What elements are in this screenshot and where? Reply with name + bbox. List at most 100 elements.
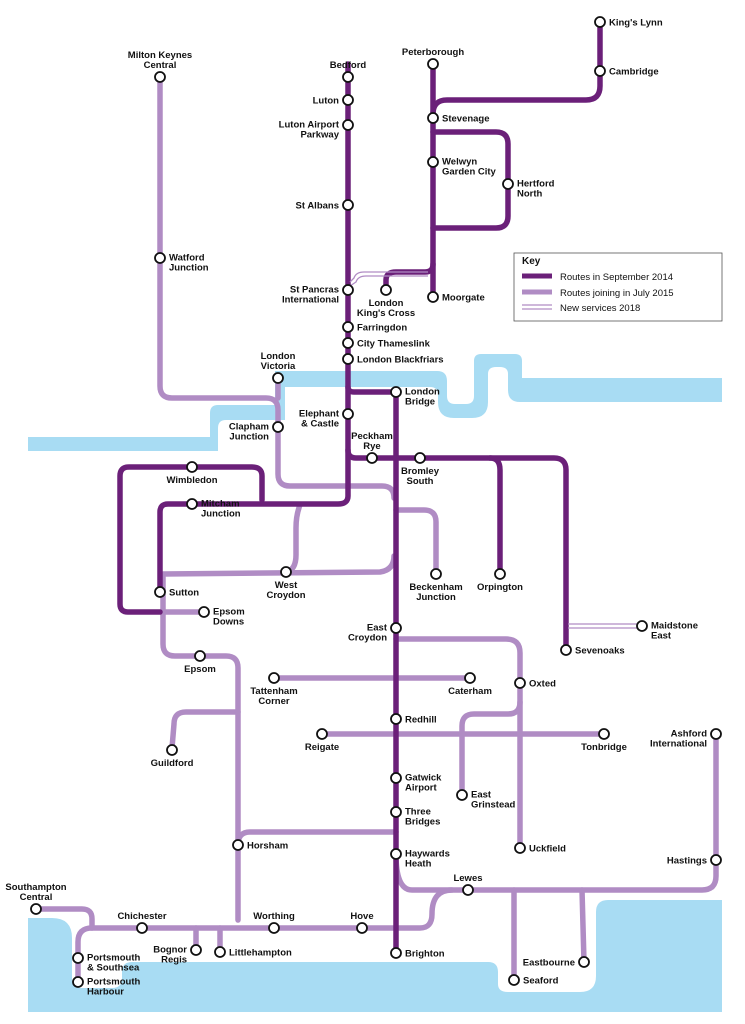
route-cambridge	[430, 19, 603, 117]
station-label-line: King's Lynn	[609, 18, 663, 29]
station-label: Moorgate	[442, 293, 485, 304]
station-farringdon: Farringdon	[342, 321, 407, 334]
station-redhill: Redhill	[390, 713, 437, 726]
station-marker	[166, 744, 178, 756]
station-label-line: Parkway	[300, 130, 339, 141]
station-marker	[514, 677, 526, 689]
route-guildford	[169, 709, 241, 751]
station-marker	[430, 568, 442, 580]
legend-label-2014: Routes in September 2014	[560, 272, 673, 283]
station-label-line: Watford	[169, 253, 205, 264]
route-east-grinstead	[459, 699, 523, 798]
station-label: Hastings	[667, 856, 707, 867]
station-marker	[636, 620, 648, 632]
station-label: Oxted	[529, 679, 556, 690]
water-layer	[28, 354, 722, 1012]
station-seaford: Seaford	[508, 974, 559, 987]
route-hertford-loop	[430, 129, 511, 231]
station-label-line: Tattenham	[250, 686, 297, 697]
station-marker	[272, 372, 284, 384]
station-label-line: Harbour	[87, 987, 124, 998]
station-marker	[72, 952, 84, 964]
station-label-line: London Blackfriars	[357, 355, 444, 366]
station-lewes: Lewes	[453, 873, 483, 896]
route-coastway-west	[33, 906, 365, 931]
station-label-line: Worthing	[253, 911, 295, 922]
station-label-line: Epsom	[184, 664, 216, 675]
station-label: Caterham	[448, 686, 492, 697]
station-brighton: Brighton	[390, 947, 445, 960]
station-marker	[186, 461, 198, 473]
station-label-line: Rye	[363, 441, 380, 452]
station-label-line: Regis	[161, 955, 187, 966]
station-marker	[502, 178, 514, 190]
station-label: Chichester	[117, 911, 166, 922]
station-marker	[710, 728, 722, 740]
station-portsmouth-southsea: Portsmouth& Southsea	[72, 952, 141, 974]
station-label-line: Reigate	[305, 742, 339, 753]
river-thames	[28, 354, 722, 451]
station-label-line: Lewes	[453, 873, 482, 884]
station-label: Tonbridge	[581, 742, 627, 753]
station-st-albans: St Albans	[296, 199, 354, 212]
station-label: Hove	[350, 911, 373, 922]
station-sevenoaks: Sevenoaks	[560, 644, 625, 657]
station-marker	[494, 568, 506, 580]
station-label-line: Bridges	[405, 817, 440, 828]
station-label: London Blackfriars	[357, 355, 444, 366]
station-marker	[154, 71, 166, 83]
station-marker	[342, 321, 354, 333]
route-west-coast	[157, 77, 397, 501]
route-croydon-loop	[283, 502, 303, 575]
legend-label-2015: Routes joining in July 2015	[560, 288, 674, 299]
station-label: St Albans	[296, 201, 339, 212]
station-label: Portsmouth& Southsea	[87, 953, 141, 974]
routes-2014	[117, 19, 603, 956]
station-marker	[414, 452, 426, 464]
station-label-line: Sevenoaks	[575, 646, 625, 657]
station-label-line: Seaford	[523, 976, 559, 987]
station-label-line: Elephant	[299, 409, 340, 420]
station-label: Eastbourne	[523, 958, 575, 969]
station-marker	[462, 884, 474, 896]
station-uckfield: Uckfield	[514, 842, 566, 855]
station-label-line: Epsom	[213, 607, 245, 618]
station-marker	[390, 386, 402, 398]
station-label-line: Hertford	[517, 179, 555, 190]
station-label-line: International	[282, 295, 339, 306]
station-city-thameslink: City Thameslink	[342, 337, 431, 350]
station-label: Brighton	[405, 949, 445, 960]
route-hh-lewes	[393, 731, 719, 893]
station-label-line: London	[369, 298, 404, 309]
station-peterborough: Peterborough	[402, 47, 464, 70]
station-label: City Thameslink	[357, 339, 431, 350]
station-label: Stevenage	[442, 114, 490, 125]
station-label-line: Orpington	[477, 582, 523, 593]
station-label-line: City Thameslink	[357, 339, 431, 350]
station-label: Worthing	[253, 911, 295, 922]
station-marker	[598, 728, 610, 740]
station-label-line: Uckfield	[529, 844, 566, 855]
station-marker	[342, 199, 354, 211]
station-label-line: Maidstone	[651, 621, 698, 632]
routes-2015	[33, 77, 719, 985]
station-moorgate: Moorgate	[427, 291, 485, 304]
station-label-line: Sutton	[169, 588, 199, 599]
station-label-line: Junction	[201, 509, 241, 520]
